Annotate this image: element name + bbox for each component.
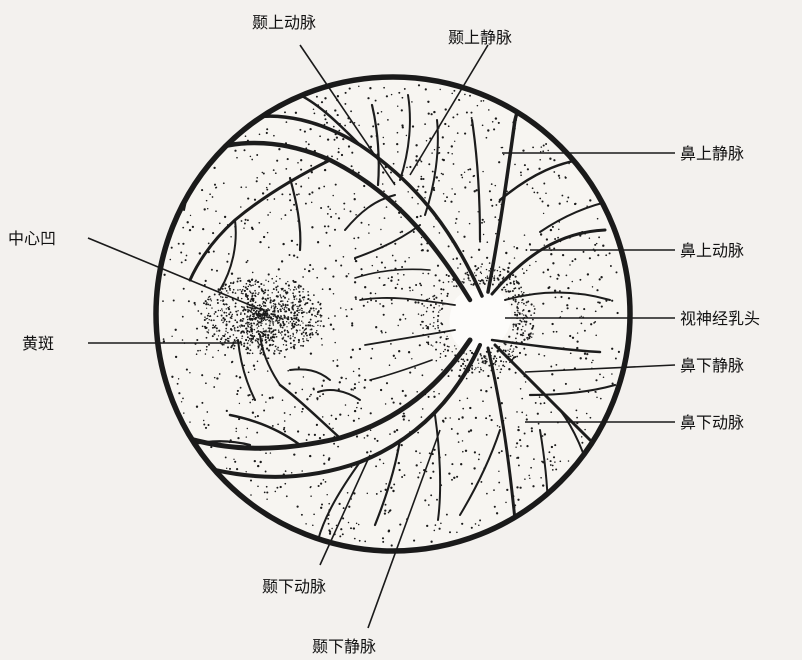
label-nasal-superior-vein: 鼻上静脉 bbox=[680, 144, 744, 163]
label-temporal-superior-artery: 颞上动脉 bbox=[252, 13, 316, 32]
label-nasal-inferior-vein: 鼻下静脉 bbox=[680, 356, 744, 375]
label-temporal-inferior-vein: 颞下静脉 bbox=[312, 637, 376, 656]
label-optic-disc: 视神经乳头 bbox=[680, 309, 760, 328]
label-nasal-inferior-artery: 鼻下动脉 bbox=[680, 413, 744, 432]
label-temporal-inferior-artery: 颞下动脉 bbox=[262, 577, 326, 596]
label-fovea: 中心凹 bbox=[8, 229, 56, 248]
label-temporal-superior-vein: 颞上静脉 bbox=[448, 28, 512, 47]
label-macula: 黄斑 bbox=[22, 334, 54, 353]
label-nasal-superior-artery: 鼻上动脉 bbox=[680, 241, 744, 260]
